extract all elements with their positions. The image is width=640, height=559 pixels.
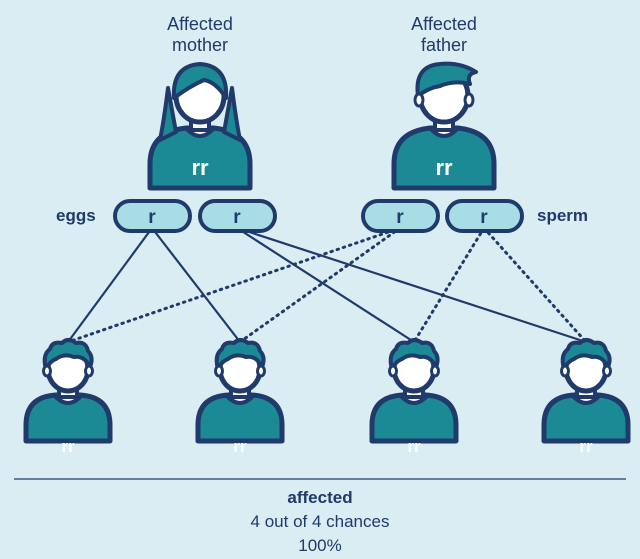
egg-pill-1 xyxy=(113,199,192,233)
father-label-line2: father xyxy=(420,35,468,55)
child-1-genotype: rr xyxy=(61,437,75,456)
eggs-label: eggs xyxy=(56,206,96,225)
egg-allele-1: r xyxy=(148,207,156,228)
father-label-line1: Affected xyxy=(411,14,477,34)
mother-label-line2: mother xyxy=(171,35,229,55)
summary-chances: 4 out of 4 chances xyxy=(250,512,390,531)
sperm-allele-2: r xyxy=(480,207,488,228)
child-2-genotype: rr xyxy=(233,437,247,456)
child-2-figure xyxy=(198,340,282,441)
sperm-allele-1: r xyxy=(396,207,404,228)
egg-allele-2: r xyxy=(233,207,241,228)
child-4-genotype: rr xyxy=(579,437,593,456)
mother-label-line1: Affected xyxy=(167,14,233,34)
summary-percent: 100% xyxy=(298,536,342,555)
mother-label: Affected mother xyxy=(130,14,270,56)
father-genotype: rr xyxy=(435,155,453,180)
child-1-figure xyxy=(26,340,110,441)
sperm-label: sperm xyxy=(537,206,589,225)
sperm-pill-1 xyxy=(361,199,440,233)
sperm-lines xyxy=(66,226,588,344)
egg-lines xyxy=(67,226,587,344)
child-3-figure xyxy=(372,340,456,441)
father-figure xyxy=(391,61,497,191)
father-label: Affected father xyxy=(374,14,514,56)
sperm-pill-2 xyxy=(445,199,524,233)
mother-genotype: rr xyxy=(191,155,209,180)
child-3-genotype: rr xyxy=(407,437,421,456)
mother-figure xyxy=(147,62,253,191)
summary-status: affected xyxy=(287,488,353,507)
child-4-figure xyxy=(544,340,628,441)
egg-pill-2 xyxy=(198,199,277,233)
